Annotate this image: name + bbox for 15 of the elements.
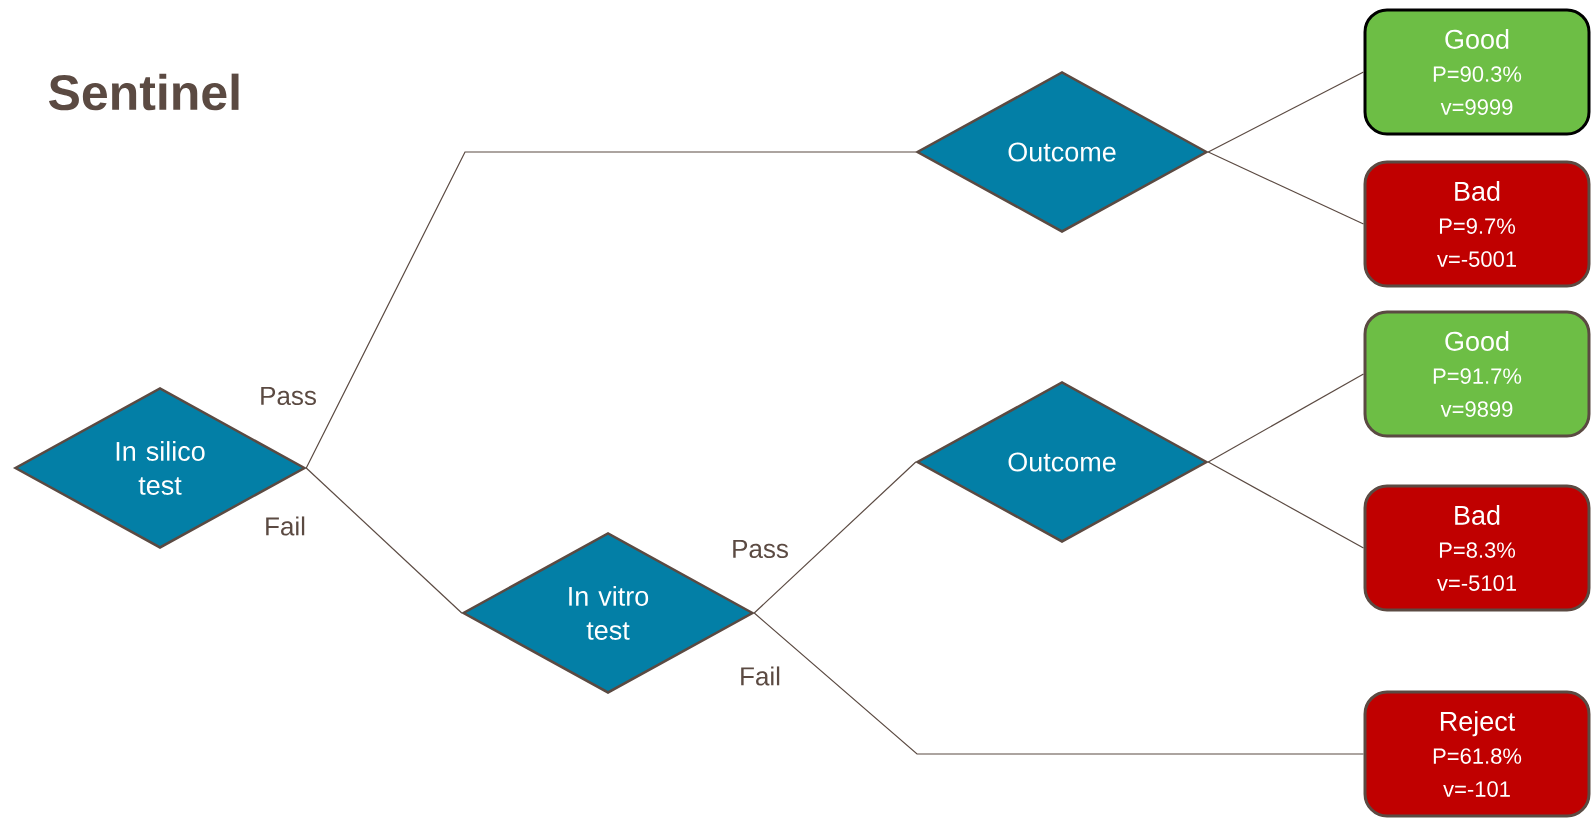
connector-line (753, 612, 1365, 755)
connector-line (753, 461, 917, 614)
connector-line (305, 151, 917, 469)
outcome-box: Bad P=9.7% v=-5001 (1363, 160, 1591, 288)
connector-line (1207, 373, 1365, 463)
connector-line (305, 467, 463, 614)
connector-line (1207, 151, 1365, 225)
edge-label: Fail (263, 515, 307, 537)
title: Sentinel (49, 73, 239, 111)
outcome-box: Good P=90.3% v=9999 (1363, 8, 1591, 136)
outcome-box: Bad P=8.3% v=-5101 (1363, 484, 1591, 612)
outcome-box: Reject P=61.8% v=-101 (1363, 690, 1591, 818)
connector-line (1207, 71, 1365, 153)
connector-line (1207, 461, 1365, 549)
outcome-box: Good P=91.7% v=9899 (1363, 310, 1591, 438)
